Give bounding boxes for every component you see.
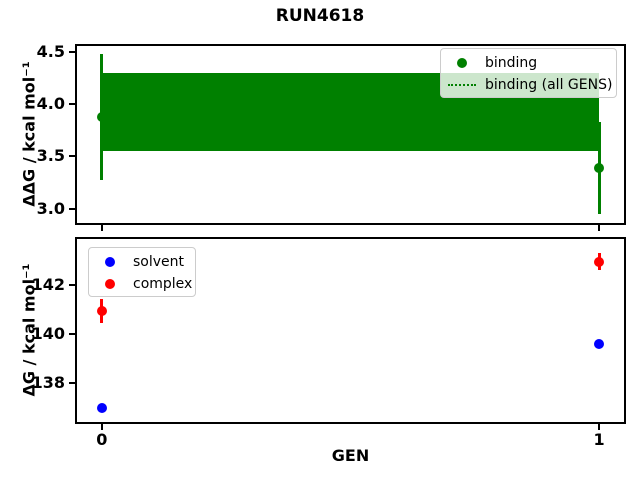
y-tick <box>69 382 75 385</box>
dotted-line-icon <box>448 84 476 86</box>
legend-item-binding: binding <box>447 52 610 74</box>
y-tick-label: 4.0 <box>36 94 65 114</box>
legend-dot-icon <box>447 58 477 68</box>
chart-title: RUN4618 <box>275 6 365 26</box>
legend-label: binding (all GENS) <box>485 77 613 93</box>
y-tick-label: 138 <box>31 373 65 393</box>
y-tick-label: 4.5 <box>36 41 65 61</box>
y-tick-label: 142 <box>31 274 65 294</box>
top-y-axis-label: ΔΔG / kcal mol⁻¹ <box>19 61 39 207</box>
x-tick-label: 0 <box>96 430 108 449</box>
y-tick-label: 3.0 <box>36 198 65 218</box>
marker-binding-gen0 <box>96 111 107 122</box>
x-tick <box>100 424 103 430</box>
dot-marker-icon <box>105 279 115 289</box>
legend-label: binding <box>485 55 538 71</box>
x-tick-label: 1 <box>593 430 605 449</box>
marker-complex-gen1 <box>594 256 605 267</box>
legend-dotted-line-icon <box>447 84 477 86</box>
legend-dot-icon <box>95 257 125 267</box>
x-tick <box>100 225 103 231</box>
y-tick <box>69 103 75 106</box>
legend-dot-icon <box>95 279 125 289</box>
y-tick <box>69 333 75 336</box>
marker-binding-gen1 <box>594 163 605 173</box>
legend-item-complex: complex <box>95 273 193 295</box>
y-tick <box>69 283 75 286</box>
y-tick <box>69 155 75 158</box>
bottom-y-axis-label: ΔG / kcal mol⁻¹ <box>19 263 39 397</box>
x-axis-label: GEN <box>331 446 370 465</box>
legend-label: solvent <box>133 254 185 270</box>
legend-item-solvent: solvent <box>95 251 189 273</box>
y-tick-label: 140 <box>31 324 65 344</box>
y-tick <box>69 50 75 53</box>
y-tick-label: 3.5 <box>36 146 65 166</box>
marker-solvent-gen1 <box>594 339 605 350</box>
y-tick <box>69 207 75 210</box>
legend-item-binding-all-gens-: binding (all GENS) <box>447 74 613 96</box>
x-tick <box>598 424 601 430</box>
marker-solvent-gen0 <box>96 402 107 413</box>
bottom-legend: solvent complex <box>88 247 196 297</box>
marker-complex-gen0 <box>96 305 107 316</box>
dot-marker-icon <box>457 58 467 68</box>
top-legend: binding binding (all GENS) <box>440 48 617 98</box>
dot-marker-icon <box>105 257 115 267</box>
x-tick <box>598 225 601 231</box>
legend-label: complex <box>133 276 193 292</box>
